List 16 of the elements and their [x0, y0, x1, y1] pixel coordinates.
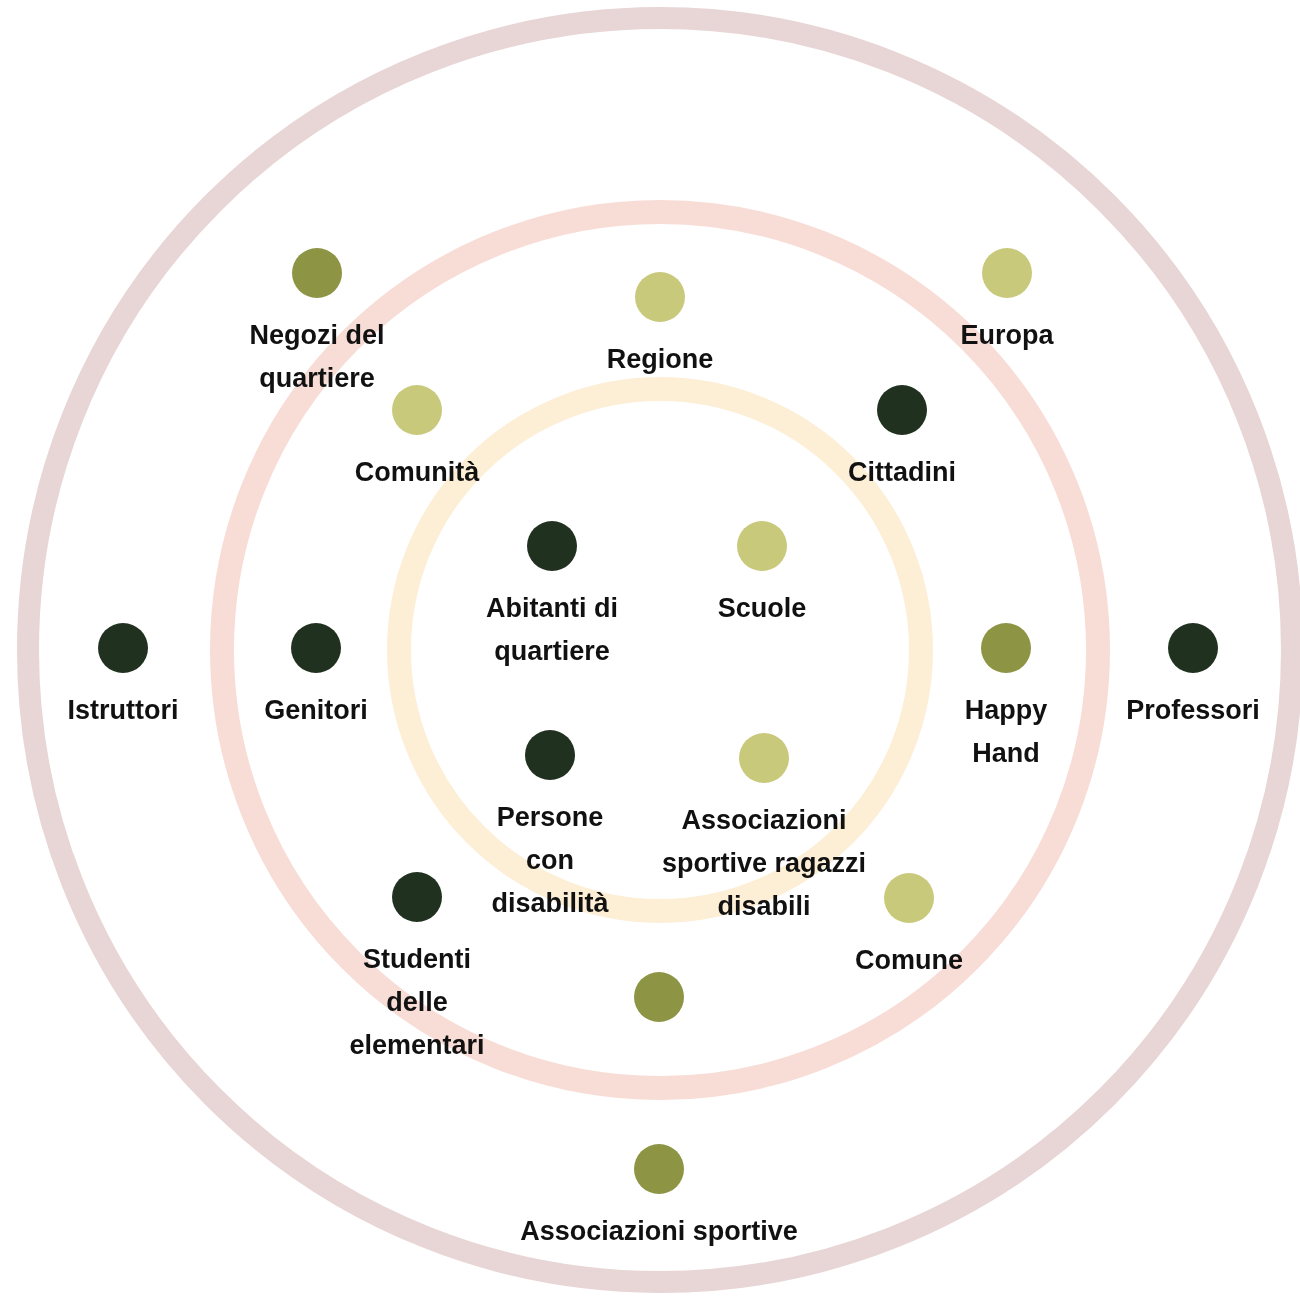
stakeholder-label: Genitori — [264, 694, 368, 727]
stakeholder-label: Scuole — [717, 592, 807, 625]
stakeholder-label: Abitanti di quartiere — [485, 592, 619, 668]
stakeholder-label: Comunità — [354, 456, 480, 489]
stakeholder-label: Negozi del quartiere — [248, 319, 386, 395]
stakeholder-label: Europa — [960, 319, 1054, 352]
stakeholder-label: Istruttori — [67, 694, 179, 727]
stakeholder-label: Comune — [855, 944, 963, 977]
stakeholder-label: Associazioni sportive ragazzi disabili — [660, 804, 868, 923]
stakeholder-label: Regione — [606, 343, 714, 376]
stakeholder-label: Studenti delle elementari — [348, 943, 486, 1062]
stakeholder-label: Cittadini — [848, 456, 956, 489]
stakeholder-label: Persone con disabilità — [490, 801, 610, 920]
stakeholder-label: Professori — [1126, 694, 1260, 727]
stakeholder-label: Happy Hand — [963, 694, 1049, 770]
stakeholder-label: Associazioni sportive — [520, 1215, 798, 1248]
